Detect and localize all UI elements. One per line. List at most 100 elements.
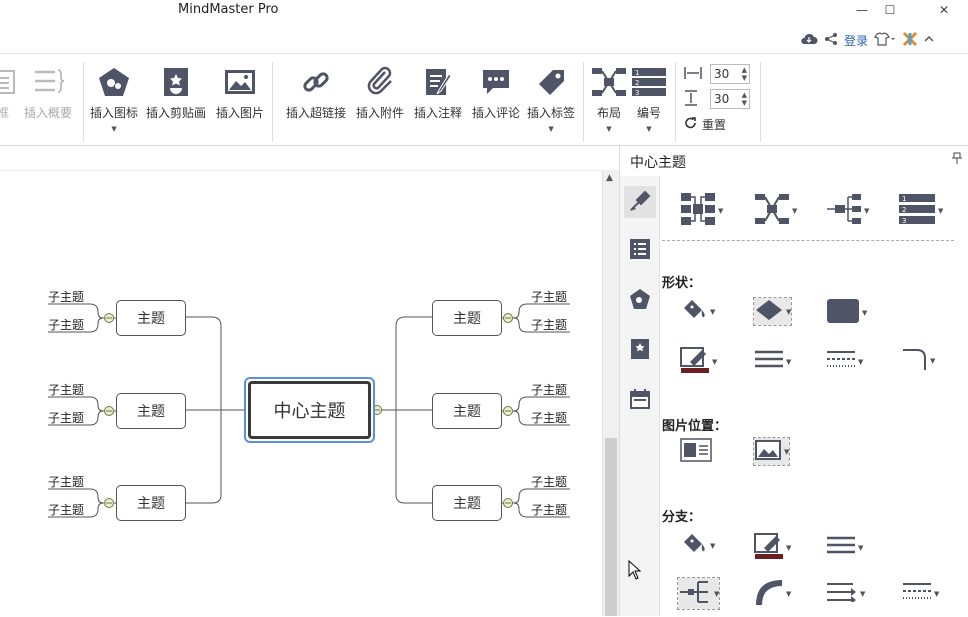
topic-node[interactable]: 主题 bbox=[116, 485, 186, 521]
image-position-top-option[interactable]: ▼ bbox=[752, 437, 791, 466]
insert-summary-button[interactable]: 插入概要 bbox=[24, 64, 72, 121]
cloud-icon[interactable] bbox=[800, 32, 818, 49]
topic-node[interactable]: 主题 bbox=[432, 393, 502, 429]
dropdown-arrow-icon[interactable]: ▼ bbox=[786, 589, 792, 598]
dropdown-arrow-icon[interactable]: ▼ bbox=[548, 125, 554, 133]
dropdown-arrow-icon[interactable]: ▼ bbox=[714, 589, 720, 598]
dropdown-arrow-icon[interactable]: ▼ bbox=[786, 357, 792, 366]
insert-clipart-button[interactable]: 插入剪贴画 bbox=[146, 64, 206, 121]
reset-button[interactable]: 重置 bbox=[684, 116, 726, 133]
dropdown-arrow-icon[interactable]: ▼ bbox=[858, 357, 864, 366]
insert-hyperlink-button[interactable]: 插入超链接 bbox=[286, 64, 346, 121]
login-link[interactable]: 登录 bbox=[844, 33, 869, 48]
shape-rect-option[interactable]: ▼ bbox=[826, 298, 867, 327]
horizontal-spacing-input[interactable]: 30 ▲▼ bbox=[710, 64, 750, 84]
insert-icon-button[interactable]: 插入图标 ▼ bbox=[90, 64, 138, 133]
maximize-button[interactable]: ☐ bbox=[884, 3, 896, 17]
subtopic-node[interactable]: 子主题 bbox=[48, 475, 85, 489]
shape-diamond-option[interactable]: ▼ bbox=[752, 297, 793, 326]
dropdown-arrow-icon[interactable]: ▼ bbox=[111, 125, 117, 133]
subtopic-node[interactable]: 子主题 bbox=[48, 383, 85, 397]
layout-radial-option[interactable]: ▼ bbox=[754, 192, 797, 229]
vertical-spacing-input[interactable]: 30 ▲▼ bbox=[710, 89, 750, 109]
topic-node[interactable]: 主题 bbox=[432, 485, 502, 521]
layout-tree-option[interactable]: ▼ bbox=[826, 192, 869, 229]
mindmap-canvas[interactable]: 主题 主题 主题 主题 主题 主题 子主题 子主题 子主题 子主题 子主题 子主… bbox=[0, 170, 602, 616]
dropdown-arrow-icon[interactable]: ▼ bbox=[792, 206, 798, 215]
dropdown-arrow-icon[interactable]: ▼ bbox=[860, 589, 866, 598]
share-icon[interactable] bbox=[824, 32, 838, 49]
central-topic-label: 中心主题 bbox=[248, 381, 371, 439]
branch-line-weight-option[interactable]: ▼ bbox=[826, 536, 863, 559]
subtopic-node[interactable]: 子主题 bbox=[531, 290, 568, 304]
dropdown-arrow-icon[interactable]: ▼ bbox=[606, 125, 612, 133]
dropdown-arrow-icon[interactable]: ▼ bbox=[646, 125, 652, 133]
pin-icon[interactable] bbox=[952, 152, 962, 167]
border-color-option[interactable]: ▼ bbox=[680, 346, 717, 377]
central-topic-node[interactable]: 中心主题 bbox=[244, 377, 375, 443]
insert-tag-button[interactable]: 插入标签 ▼ bbox=[527, 64, 575, 133]
layout-button[interactable]: 布局 ▼ bbox=[590, 64, 628, 133]
branch-connector-option[interactable]: ▼ bbox=[676, 577, 721, 610]
border-weight-option[interactable]: ▼ bbox=[754, 350, 791, 373]
insert-image-button[interactable]: 插入图片 bbox=[216, 64, 264, 121]
image-position-left-option[interactable] bbox=[680, 438, 712, 465]
subtopic-node[interactable]: 子主题 bbox=[531, 318, 568, 332]
border-dash-option[interactable]: ▼ bbox=[826, 350, 863, 373]
dropdown-arrow-icon[interactable]: ▼ bbox=[862, 308, 868, 317]
insert-frame-button[interactable]: 框 bbox=[0, 64, 22, 121]
dropdown-arrow-icon[interactable]: ▼ bbox=[864, 206, 870, 215]
fill-color-option[interactable]: ▼ bbox=[680, 298, 715, 325]
spinner-arrows-icon[interactable]: ▲▼ bbox=[741, 66, 747, 82]
subtopic-node[interactable]: 子主题 bbox=[531, 383, 568, 397]
app-logo-icon[interactable] bbox=[902, 31, 918, 50]
tab-style[interactable] bbox=[624, 186, 656, 218]
branch-dash-option[interactable]: ▼ bbox=[902, 582, 939, 605]
account-row: 登录 bbox=[800, 30, 934, 50]
insert-comment-button[interactable]: 插入评论 bbox=[472, 64, 520, 121]
branch-curve-option[interactable]: ▼ bbox=[754, 578, 791, 609]
subtopic-node[interactable]: 子主题 bbox=[531, 411, 568, 425]
branch-arrow-option[interactable]: ▼ bbox=[826, 582, 865, 605]
dropdown-arrow-icon[interactable]: ▼ bbox=[784, 447, 790, 456]
subtopic-node[interactable]: 子主题 bbox=[48, 503, 85, 517]
tab-task[interactable] bbox=[624, 384, 656, 416]
tab-outline[interactable] bbox=[624, 234, 656, 266]
subtopic-node[interactable]: 子主题 bbox=[48, 290, 85, 304]
topic-node[interactable]: 主题 bbox=[116, 393, 186, 429]
topic-node[interactable]: 主题 bbox=[116, 300, 186, 336]
branch-fill-option[interactable]: ▼ bbox=[680, 532, 715, 559]
layout-mindmap-option[interactable]: ▼ bbox=[680, 192, 723, 229]
insert-note-button[interactable]: 插入注释 bbox=[414, 64, 462, 121]
tab-clipart[interactable] bbox=[624, 334, 656, 366]
subtopic-node[interactable]: 子主题 bbox=[48, 318, 85, 332]
subtopic-node[interactable]: 子主题 bbox=[531, 475, 568, 489]
dropdown-arrow-icon[interactable]: ▼ bbox=[858, 543, 864, 552]
dropdown-arrow-icon[interactable]: ▼ bbox=[934, 589, 940, 598]
tab-icons[interactable] bbox=[624, 284, 656, 316]
topic-node[interactable]: 主题 bbox=[432, 300, 502, 336]
corner-style-option[interactable]: ▼ bbox=[902, 348, 935, 373]
close-button[interactable]: ✕ bbox=[938, 3, 950, 17]
subtopic-node[interactable]: 子主题 bbox=[48, 411, 85, 425]
minimize-button[interactable]: — bbox=[856, 3, 868, 17]
branch-line-color-option[interactable]: ▼ bbox=[754, 532, 791, 563]
dropdown-arrow-icon[interactable]: ▼ bbox=[710, 307, 716, 316]
theme-shirt-icon[interactable] bbox=[874, 31, 896, 49]
scroll-up-icon[interactable]: ▲ bbox=[606, 173, 613, 183]
dropdown-arrow-icon[interactable]: ▼ bbox=[710, 541, 716, 550]
dropdown-arrow-icon[interactable]: ▼ bbox=[938, 206, 944, 215]
vertical-scrollbar[interactable]: ▲ bbox=[602, 170, 619, 616]
dropdown-arrow-icon[interactable]: ▼ bbox=[786, 307, 792, 316]
collapse-ribbon-icon[interactable] bbox=[924, 33, 934, 47]
insert-attachment-button[interactable]: 插入附件 bbox=[356, 64, 404, 121]
spinner-arrows-icon[interactable]: ▲▼ bbox=[741, 91, 747, 107]
dropdown-arrow-icon[interactable]: ▼ bbox=[930, 356, 936, 365]
subtopic-node[interactable]: 子主题 bbox=[531, 503, 568, 517]
dropdown-arrow-icon[interactable]: ▼ bbox=[712, 357, 718, 366]
scrollbar-thumb[interactable] bbox=[605, 438, 617, 616]
dropdown-arrow-icon[interactable]: ▼ bbox=[786, 543, 792, 552]
dropdown-arrow-icon[interactable]: ▼ bbox=[718, 206, 724, 215]
